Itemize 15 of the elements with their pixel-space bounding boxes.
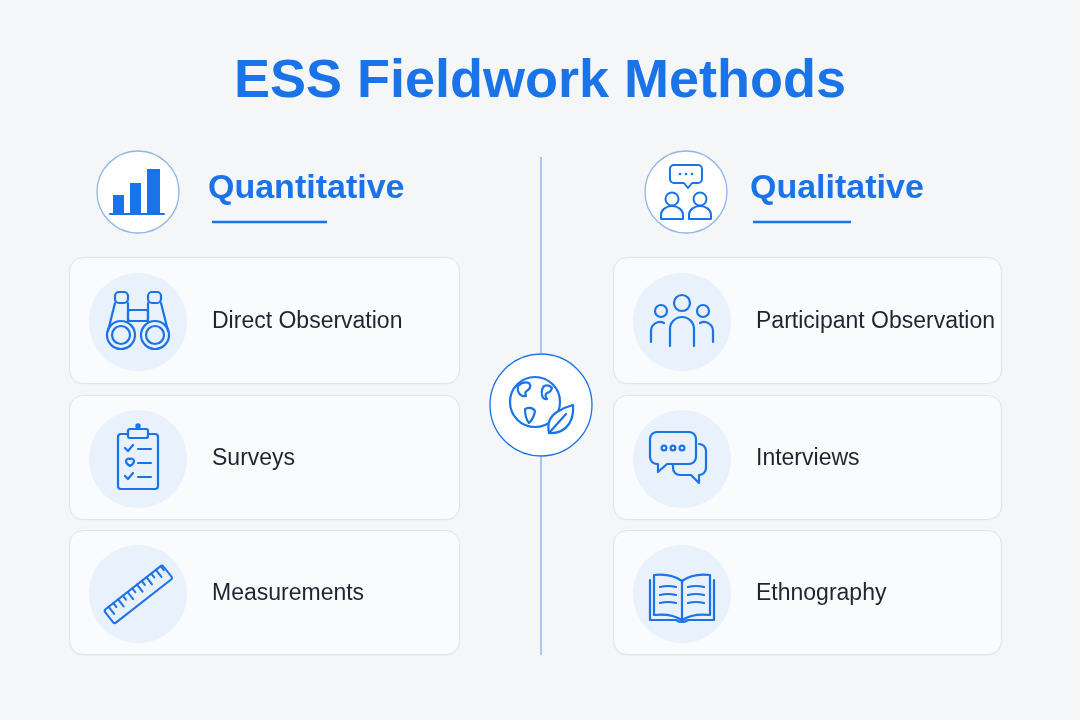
method-label: Ethnography	[756, 578, 887, 607]
method-card	[613, 530, 1002, 655]
method-card	[613, 395, 1002, 520]
method-label: Direct Observation	[212, 306, 403, 335]
method-label: Interviews	[756, 443, 860, 472]
method-label: Measurements	[212, 578, 365, 607]
method-card	[613, 257, 1002, 384]
section-heading: Quantitative	[208, 166, 405, 207]
section-heading: Qualitative	[750, 166, 924, 207]
method-card	[69, 257, 460, 384]
method-label: Participant Observation	[756, 306, 996, 335]
method-card	[69, 395, 460, 520]
method-card	[69, 530, 460, 655]
method-label: Surveys	[212, 443, 296, 472]
title: ESS Fieldwork Methods	[233, 47, 847, 110]
